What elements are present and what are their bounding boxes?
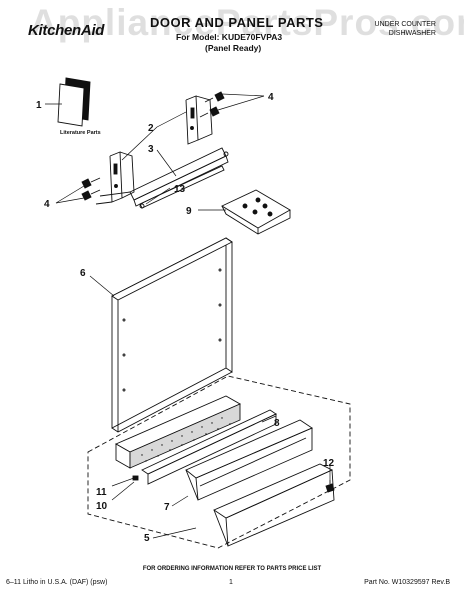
callout-10: 10 [96, 501, 108, 512]
header: KitchenAid DOOR AND PANEL PARTS For Mode… [0, 0, 464, 62]
screws-lower [81, 177, 101, 201]
control-panel-group-outline [87, 375, 351, 549]
hardware-tray [221, 189, 291, 235]
panel-ready-note: (Panel Ready) [205, 43, 262, 53]
callout-2: 2 [148, 123, 154, 134]
literature-booklet [57, 77, 91, 127]
litho-note: 6–11 Litho in U.S.A. (DAF) (psw) [6, 579, 108, 586]
brand-logo: KitchenAid [28, 22, 105, 39]
product-type: UNDER COUNTER DISHWASHER [375, 20, 436, 38]
page-number: 1 [229, 579, 233, 586]
callout-5: 5 [144, 533, 150, 544]
leader-lines [45, 93, 331, 539]
insulation-block [114, 395, 242, 469]
product-type-line2: DISHWASHER [388, 30, 436, 37]
callout-4-lower: 4 [44, 199, 50, 210]
lower-panel [185, 419, 313, 501]
watermark: AppliancePartsPros.com [30, 2, 464, 43]
screws-upper [199, 91, 225, 118]
model-line: For Model: KUDE70FVPA3 [176, 32, 283, 42]
callout-11: 11 [96, 487, 107, 498]
mounting-bracket-right [185, 95, 213, 145]
callout-8: 8 [274, 418, 280, 429]
literature-label: Literature Parts [60, 130, 101, 136]
callout-3: 3 [148, 144, 154, 155]
trim-panel [213, 463, 335, 547]
callout-12: 12 [323, 458, 335, 469]
mounting-bracket-left [109, 151, 135, 203]
callout-13: 13 [174, 184, 186, 195]
product-type-line1: UNDER COUNTER [374, 21, 436, 28]
door-rail [95, 147, 229, 209]
screw-12 [325, 480, 335, 493]
door-panel [111, 237, 233, 433]
callout-1: 1 [36, 100, 42, 111]
callout-4-upper: 4 [268, 92, 274, 103]
part-number: Part No. W10329597 Rev.B [364, 579, 450, 586]
callout-9: 9 [186, 206, 192, 217]
page-title: DOOR AND PANEL PARTS [150, 15, 324, 30]
ordering-info: FOR ORDERING INFORMATION REFER TO PARTS … [142, 566, 322, 572]
callout-6: 6 [80, 268, 86, 279]
callout-7: 7 [164, 502, 170, 513]
